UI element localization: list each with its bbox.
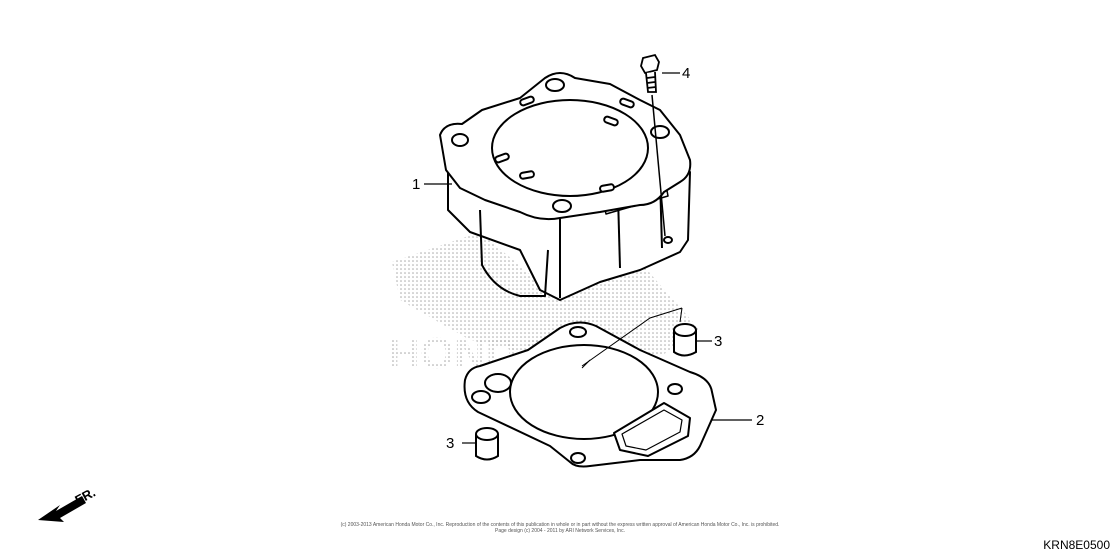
callout-3-left[interactable]: 3 <box>446 435 454 452</box>
callout-lines <box>424 72 752 444</box>
callout-1[interactable]: 1 <box>412 176 420 193</box>
copyright-line-2: Page design (c) 2004 - 2011 by ARI Netwo… <box>495 528 625 534</box>
front-direction-arrow-icon: FR. <box>38 485 98 522</box>
copyright-line-1: (c) 2003-2013 American Honda Motor Co., … <box>340 522 780 528</box>
bolt-part[interactable] <box>640 53 666 237</box>
dowel-pin-left[interactable] <box>475 427 499 461</box>
dowel-leader-lines <box>581 307 683 369</box>
gasket-part[interactable] <box>463 321 717 468</box>
callout-2[interactable]: 2 <box>756 412 764 429</box>
callout-4[interactable]: 4 <box>682 65 690 82</box>
dowel-pin-right[interactable] <box>673 323 697 357</box>
diagram-code: KRN8E0500 <box>1043 538 1110 552</box>
callout-3-right[interactable]: 3 <box>714 333 722 350</box>
copyright-notice: (c) 2003-2013 American Honda Motor Co., … <box>310 522 810 534</box>
cylinder-part[interactable] <box>439 72 692 301</box>
